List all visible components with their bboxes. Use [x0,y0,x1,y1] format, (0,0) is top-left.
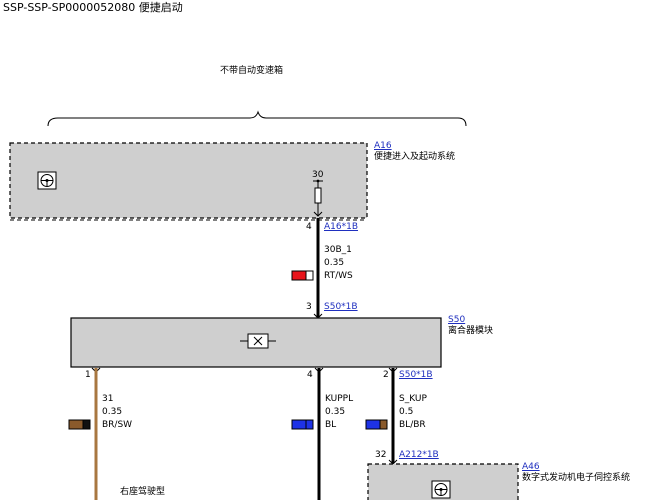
pin30-input-symbol [313,179,323,217]
wire-signal: KUPPL [325,394,354,404]
page-title: SSP-SSP-SP0000052080 便捷启动 [3,1,183,14]
connector-a212-1b[interactable]: A212*1B [399,450,439,460]
steering-wheel-icon [37,171,57,190]
variant-brace [47,110,467,127]
wire-color: BL [325,420,337,430]
wire-size: 0.5 [399,407,414,417]
component-a16-id[interactable]: A16 [374,141,392,151]
steering-wheel-icon-a46 [431,480,451,499]
connector-pin: 1 [85,370,91,380]
wire-signal: S_KUP [399,394,427,404]
connector-s50-1b[interactable]: S50*1B [324,302,358,312]
wire-size: 0.35 [325,407,346,417]
swatch-bl [291,419,314,430]
swatch-rt-ws [291,270,314,281]
wire-signal: 30B_1 [324,245,352,255]
variant-label: 不带自动变速箱 [220,66,284,76]
connector-s50-1b-2[interactable]: S50*1B [399,370,433,380]
connector-pin: 4 [306,222,312,232]
component-a16-desc: 便捷进入及起动系统 [374,152,456,162]
component-s50-id[interactable]: S50 [448,315,466,325]
variant-label-2: 右座驾驶型 [120,487,166,497]
component-a46-id[interactable]: A46 [522,462,540,472]
swatch-bl-br [365,419,388,430]
pin30-label: 30 [312,170,324,180]
wire-signal: 31 [102,394,114,404]
connector-pin: 2 [383,370,389,380]
wire-size: 0.35 [324,258,345,268]
connector-pin: 3 [306,302,312,312]
connector-pin: 4 [307,370,313,380]
connector-pin: 32 [375,450,387,460]
wire-color: RT/WS [324,271,353,281]
wire-color: BR/SW [102,420,133,430]
component-a46-desc: 数字式发动机电子伺控系统 [522,473,631,483]
a16-module-box [9,142,368,219]
swatch-br-sw [68,419,91,430]
wire-size: 0.35 [102,407,123,417]
wire-color: BL/BR [399,420,426,430]
clutch-switch-icon [240,333,276,349]
component-s50-desc: 离合器模块 [448,326,494,336]
connector-a16-1b[interactable]: A16*1B [324,222,359,232]
